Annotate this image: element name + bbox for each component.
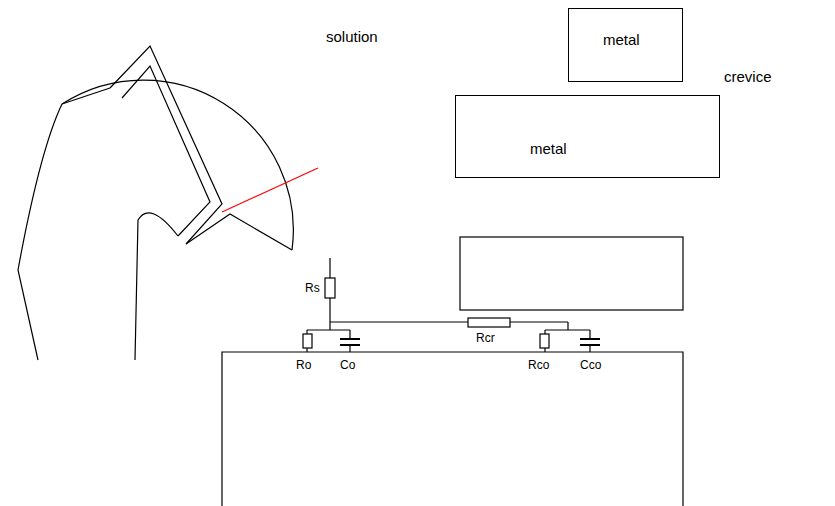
resistor-symbol xyxy=(468,318,510,327)
text-label: Rco xyxy=(528,358,549,372)
leader-line xyxy=(222,168,318,212)
resistor-symbol xyxy=(325,278,335,298)
capacitor-symbol xyxy=(580,338,600,340)
box-label: metal xyxy=(603,31,640,49)
text-label: solution xyxy=(326,28,378,46)
metal-box: metal xyxy=(568,8,683,82)
wrench-outline xyxy=(18,46,293,360)
circuit-wires xyxy=(222,237,683,506)
metal-rect xyxy=(460,237,683,310)
text-label: Rcr xyxy=(476,331,495,345)
metal-rect xyxy=(222,352,683,506)
text-label: Co xyxy=(340,358,355,372)
capacitor-symbol xyxy=(340,338,360,340)
metal-box: metal xyxy=(455,95,720,178)
text-label: Cco xyxy=(580,358,601,372)
text-label: crevice xyxy=(724,68,772,86)
resistor-symbol xyxy=(540,334,549,348)
box-label: metal xyxy=(530,140,567,158)
resistor-symbol xyxy=(303,334,312,348)
text-label: Rs xyxy=(305,281,320,295)
text-label: Ro xyxy=(296,358,311,372)
